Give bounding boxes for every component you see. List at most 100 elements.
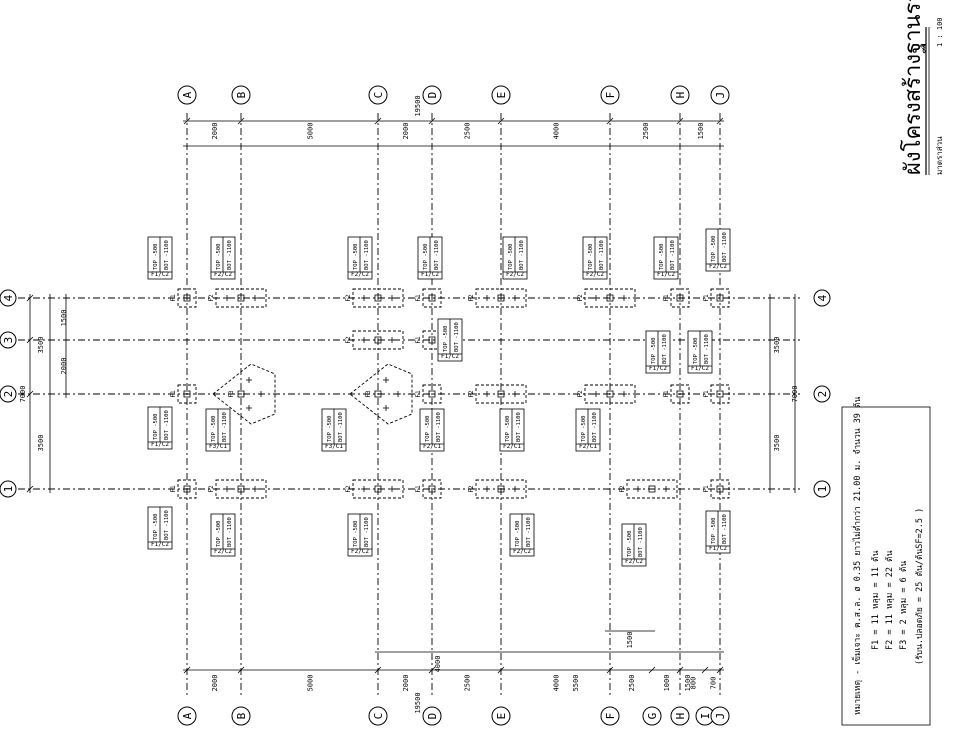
note-line-5: (รับน.ปลอดภัย = 25 ตัน/ต้นSF=2.5 ) [914, 508, 925, 665]
footing-f2-23 [626, 479, 678, 499]
pile-label-3: F1 [415, 294, 422, 302]
footing-f1-6 [670, 288, 690, 308]
grid-label-top-B-group: B [235, 91, 248, 98]
scale-value: 1 : 100 [936, 17, 944, 47]
pile-label-14-group: F2 [468, 390, 475, 398]
tag-bot-10: BOT -1100 [704, 334, 710, 364]
dim-tick-bottom-B [237, 666, 245, 674]
pile-label-2-group: F2 [345, 294, 352, 302]
grid-label-right-2: 2 [816, 391, 829, 398]
column-4 [497, 294, 505, 302]
pile-label-24-group: F1 [703, 485, 710, 493]
grid-label-bottom-G-group: G [646, 713, 659, 720]
footing-f2-5 [584, 288, 636, 308]
pile-label-9: F1 [415, 336, 422, 344]
grid-label-bottom-G: G [646, 713, 659, 720]
pile-label-6: F1 [663, 294, 670, 302]
grid-label-bottom-H: H [674, 713, 687, 720]
grid-label-bottom-F-group: F [604, 713, 617, 720]
dim-bottom-7: 800 [690, 677, 698, 690]
pile-label-0: F1 [170, 294, 177, 302]
grid-bubble-top-J [710, 85, 730, 105]
dim-tick-bottom-J [716, 666, 724, 674]
pile-label-17: F1 [703, 390, 710, 398]
column-13 [428, 390, 436, 398]
dim-top-4: 4000 [553, 123, 561, 140]
pile-label-18: F1 [170, 485, 177, 493]
tag-top-8: TOP -500 [443, 326, 449, 353]
dim-tick-top-F [606, 117, 614, 125]
tag-bot-1: BOT -1100 [227, 240, 233, 270]
pile-label-13: F1 [415, 390, 422, 398]
grid-label-right-2-group: 2 [816, 391, 829, 398]
column-2 [374, 294, 382, 302]
grid-bubble-bottom-C [368, 706, 388, 726]
dim-tick-bottom-F [606, 666, 614, 674]
grid-label-bottom-D-group: D [426, 713, 439, 720]
dim-top-3: 2500 [464, 123, 472, 140]
dim-bottom-0-group: 2000 [211, 675, 219, 692]
dim-bottom-extra-0-group: 4000 [434, 656, 442, 673]
dim-tick-bottom-E [497, 666, 505, 674]
dim-bottom-6: 1000 [663, 675, 671, 692]
footing-f1-7 [710, 288, 730, 308]
dim-bottom-1: 5000 [307, 675, 315, 692]
dim-bottom-total: 19500 [414, 692, 422, 713]
tag-bot-14: BOT -1100 [436, 412, 442, 442]
dim-top-6-group: 1500 [697, 123, 705, 140]
pile-label-15: F2 [577, 390, 584, 398]
footing-f1-16 [670, 384, 690, 404]
dim-left-1-group: 3500 [37, 337, 45, 354]
dim-top-total: 19500 [414, 95, 422, 116]
grid-label-bottom-A-group: A [181, 712, 194, 719]
dim-bottom-2-group: 2000 [402, 675, 410, 692]
grid-bubble-top-H [670, 85, 690, 105]
dim-bottom-total-group: 19500 [414, 692, 422, 713]
tag-top-16: TOP -500 [581, 416, 587, 443]
tag-top-1: TOP -500 [216, 244, 222, 271]
tag-top-4: TOP -500 [508, 244, 514, 271]
dim-top-2-group: 2000 [402, 123, 410, 140]
dim-right-0-group: 3500 [773, 435, 781, 452]
grid-label-top-F: F [604, 92, 617, 99]
dim-right-0: 3500 [773, 435, 781, 452]
grid-label-bottom-F: F [604, 713, 617, 720]
note-line-1: หมายเหตุ - เข็มเจาะ ค.ส.ล. ø 0.35 ยาวไม่… [851, 396, 863, 715]
tag-bot-2: BOT -1100 [364, 240, 370, 270]
grid-label-top-C-group: C [372, 92, 385, 99]
dim-bottom-extra-1: 5500 [572, 675, 580, 692]
tag-bot-17: BOT -1100 [164, 510, 170, 540]
dim-bottom-5-group: 2500 [628, 675, 636, 692]
dim-left-0: 3500 [37, 435, 45, 452]
tag-top-17: TOP -500 [153, 514, 159, 541]
column-12 [374, 390, 382, 398]
column-14 [497, 390, 505, 398]
grid-label-bottom-E-group: E [495, 713, 508, 720]
pile-label-23-group: F2 [619, 485, 626, 493]
dim-tick-left-3 [26, 294, 34, 302]
tag-bot-3: BOT -1100 [434, 240, 440, 270]
tag-top-0: TOP -500 [153, 244, 159, 271]
column-11 [237, 390, 245, 398]
dim-bottom-7-group: 800 [690, 677, 698, 690]
dim-top-5-group: 2500 [642, 123, 650, 140]
grid-bubble-bottom-D [422, 706, 442, 726]
footing-f1-18 [177, 479, 197, 499]
grid-label-left-2-group: 2 [2, 391, 15, 398]
grid-bubble-left-3 [0, 331, 17, 349]
pile-label-2: F2 [345, 294, 352, 302]
footing-f2-22 [475, 479, 527, 499]
tag-name-10: F1/C2 [691, 365, 709, 372]
dim-right-1: 3500 [773, 337, 781, 354]
footing-f2-8 [352, 330, 404, 350]
